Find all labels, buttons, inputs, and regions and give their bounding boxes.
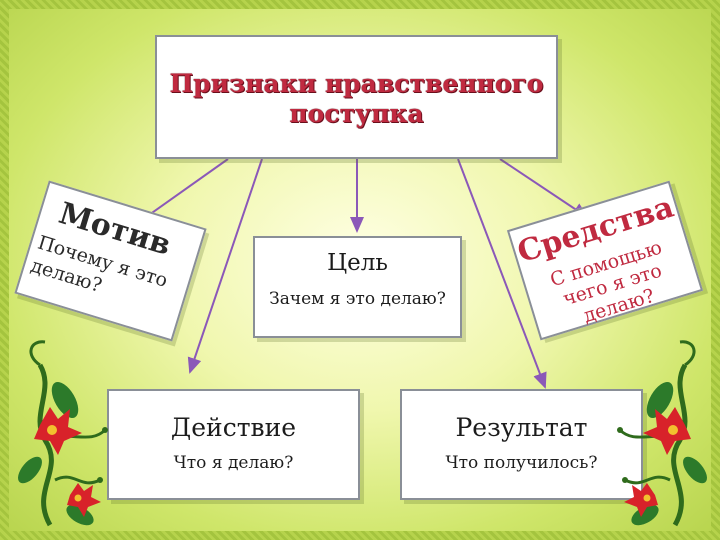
action-title: Действие xyxy=(170,413,297,442)
goal-title: Цель xyxy=(327,250,388,276)
arrow-to-action xyxy=(187,158,263,374)
flower-vine-ornament-left xyxy=(18,340,108,527)
title-box: Признаки нравственного поступка xyxy=(155,35,558,159)
action-box: Действие Что я делаю? xyxy=(107,389,360,500)
goal-subtitle: Зачем я это делаю? xyxy=(269,289,446,309)
goal-box: Цель Зачем я это делаю? xyxy=(253,236,462,338)
result-box: Результат Что получилось? xyxy=(400,389,643,500)
result-subtitle: Что получилось? xyxy=(445,453,598,473)
diagram-title: Признаки нравственного поступка xyxy=(169,69,544,128)
action-subtitle: Что я делаю? xyxy=(173,453,294,473)
arrow-to-means xyxy=(499,158,589,219)
flower-vine-ornament-right xyxy=(617,340,707,527)
arrow-to-result xyxy=(457,158,547,389)
result-title: Результат xyxy=(455,413,588,442)
